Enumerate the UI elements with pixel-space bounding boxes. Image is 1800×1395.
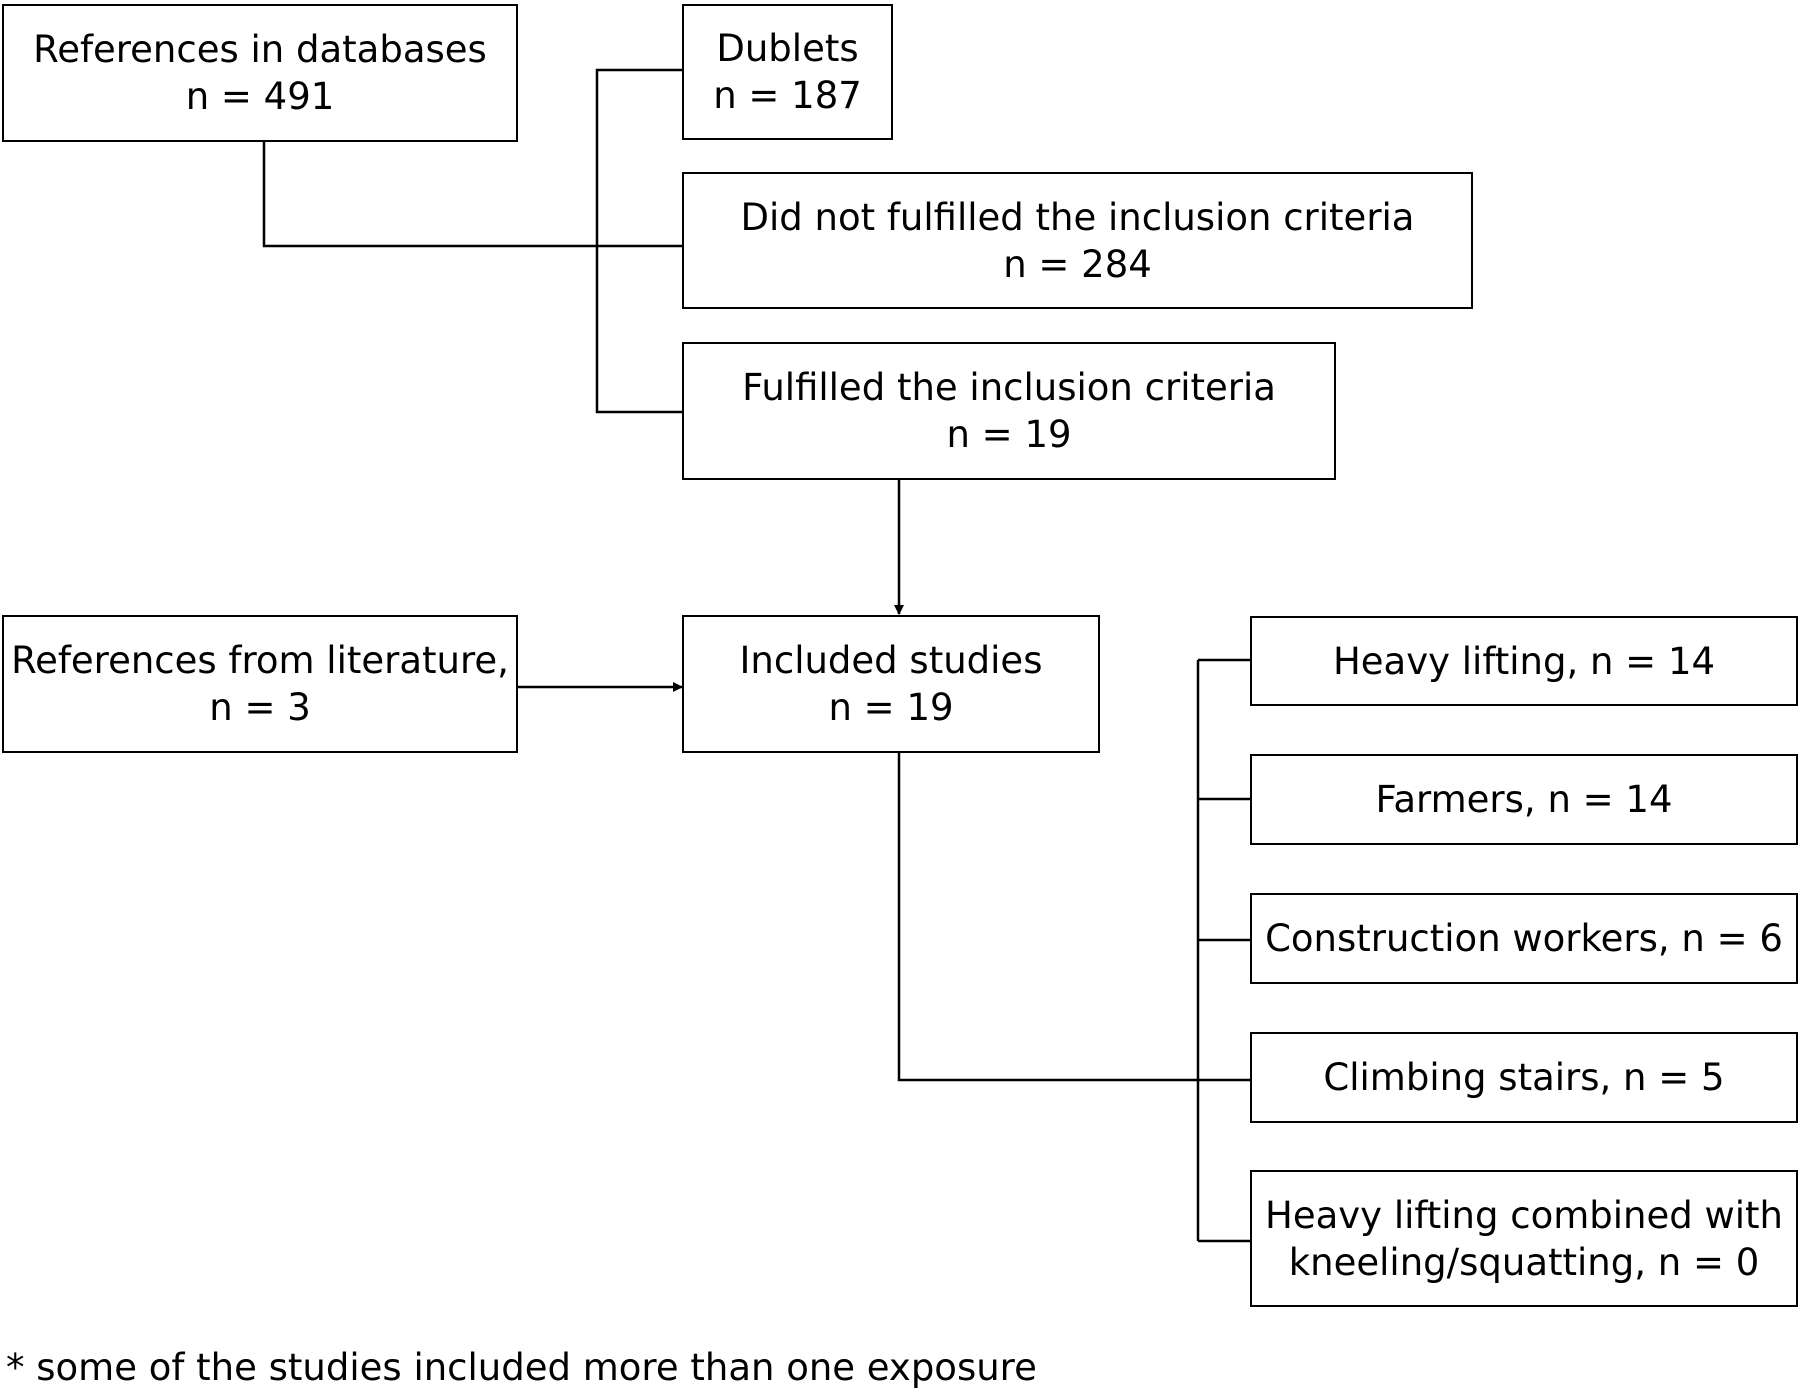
exposure-heavy-lifting-box: Heavy lifting, n = 14 xyxy=(1250,616,1798,706)
exposure-label: Climbing stairs, n = 5 xyxy=(1323,1056,1725,1099)
references-from-literature-label: References from literature, xyxy=(11,639,509,682)
exposure-label: Construction workers, n = 6 xyxy=(1265,917,1783,960)
references-in-databases-label: References in databases xyxy=(33,28,487,71)
references-in-databases-count: n = 491 xyxy=(185,75,335,118)
exposure-climbing-stairs-box: Climbing stairs, n = 5 xyxy=(1250,1032,1798,1123)
exposure-farmers-box: Farmers, n = 14 xyxy=(1250,754,1798,845)
not-fulfilled-label: Did not fulfilled the inclusion criteria xyxy=(740,195,1415,239)
connector-databases-to-split xyxy=(262,140,682,248)
included-studies-count: n = 19 xyxy=(828,686,954,729)
connector-split-bracket xyxy=(595,68,682,414)
not-fulfilled-box: Did not fulfilled the inclusion criteria… xyxy=(682,172,1473,309)
connector-included-to-exposures xyxy=(897,753,1250,1082)
included-studies-label: Included studies xyxy=(739,639,1043,682)
fulfilled-count: n = 19 xyxy=(946,413,1072,456)
not-fulfilled-count: n = 284 xyxy=(1003,242,1152,286)
references-in-databases-box: References in databases n = 491 xyxy=(2,4,518,142)
fulfilled-label: Fulfilled the inclusion criteria xyxy=(742,366,1276,409)
references-from-literature-count: n = 3 xyxy=(209,686,311,729)
exposure-label-line-2: kneeling/squatting, n = 0 xyxy=(1288,1240,1760,1284)
exposure-label: Heavy lifting, n = 14 xyxy=(1332,639,1716,683)
exposure-label: Farmers, n = 14 xyxy=(1375,778,1673,821)
exposure-heavy-lifting-kneeling-box: Heavy lifting combined with kneeling/squ… xyxy=(1250,1170,1798,1307)
included-studies-box: Included studies n = 19 xyxy=(682,615,1100,753)
exposure-label-line-1: Heavy lifting combined with xyxy=(1265,1193,1783,1237)
dublets-label: Dublets xyxy=(716,27,859,70)
exposure-construction-workers-box: Construction workers, n = 6 xyxy=(1250,893,1798,984)
footnote: * some of the studies included more than… xyxy=(6,1346,1037,1389)
references-from-literature-box: References from literature, n = 3 xyxy=(2,615,518,753)
dublets-count: n = 187 xyxy=(713,74,862,117)
fulfilled-box: Fulfilled the inclusion criteria n = 19 xyxy=(682,342,1336,480)
dublets-box: Dublets n = 187 xyxy=(682,4,893,140)
